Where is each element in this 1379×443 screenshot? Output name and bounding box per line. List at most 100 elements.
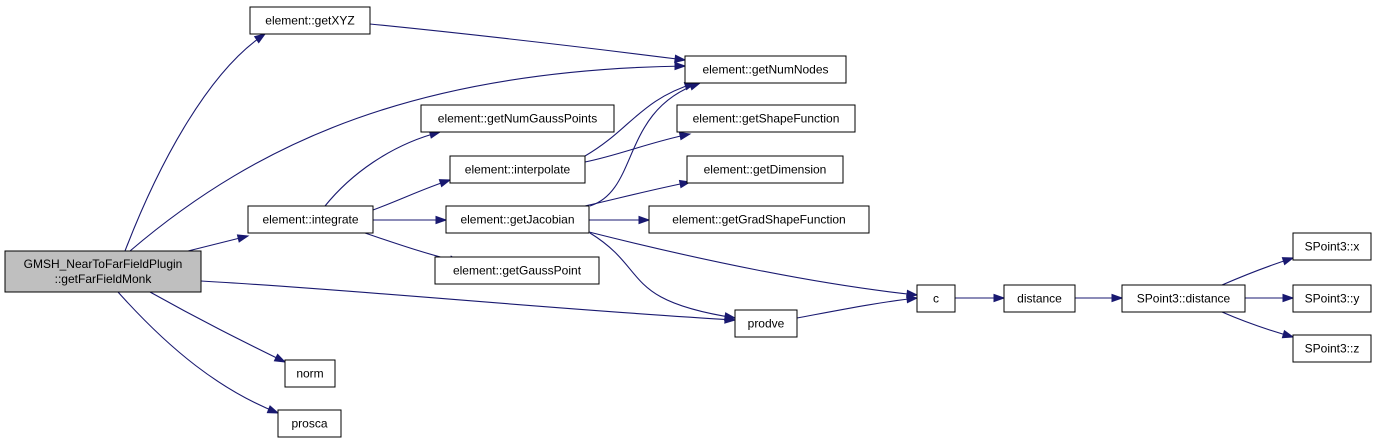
edge-integrate-getNumGaussPoints bbox=[324, 130, 442, 207]
arrowhead-icon bbox=[1282, 293, 1295, 303]
node-label: ::getFarFieldMonk bbox=[55, 272, 153, 286]
node-prodve[interactable]: prodve bbox=[734, 309, 798, 338]
node-spoint3-z[interactable]: SPoint3::z bbox=[1292, 334, 1372, 363]
node-box bbox=[434, 256, 600, 285]
node-box bbox=[445, 205, 590, 234]
node-c[interactable]: c bbox=[916, 284, 956, 313]
node-box bbox=[686, 155, 844, 184]
arrowhead-icon bbox=[435, 215, 448, 225]
node-label: SPoint3::y bbox=[1305, 292, 1360, 306]
edge-root-getNumNodes bbox=[129, 61, 687, 252]
edge-spDistance-spX bbox=[1221, 257, 1295, 286]
node-box bbox=[449, 155, 586, 184]
arrowhead-icon bbox=[1281, 257, 1295, 266]
arrowhead-icon bbox=[723, 312, 737, 321]
edge-getJacobian-getNumNodes bbox=[589, 82, 702, 207]
edge-getJacobian-prodve bbox=[589, 232, 737, 321]
node-box bbox=[648, 205, 870, 234]
node-element-get-num-nodes[interactable]: element::getNumNodes bbox=[684, 55, 847, 84]
node-element-get-num-gauss-points[interactable]: element::getNumGaussPoints bbox=[420, 104, 615, 133]
node-prosca[interactable]: prosca bbox=[277, 409, 342, 438]
edge-root-integrate bbox=[187, 234, 250, 252]
node-label: SPoint3::z bbox=[1305, 342, 1360, 356]
node-element-get-dimension[interactable]: element::getDimension bbox=[686, 155, 844, 184]
edge-c-distance bbox=[955, 293, 1006, 303]
node-box bbox=[249, 6, 371, 35]
node-box bbox=[420, 104, 615, 133]
edge-getJacobian-getDimension bbox=[584, 179, 692, 207]
edge-getJacobian-getGradShapeFunction bbox=[589, 215, 651, 225]
edge-integrate-interpolate bbox=[372, 179, 452, 211]
node-box bbox=[284, 359, 336, 388]
edge-root-prosca bbox=[117, 291, 280, 414]
node-box bbox=[1121, 284, 1246, 313]
call-edges bbox=[117, 23, 1295, 414]
edge-prodve-c bbox=[796, 294, 919, 319]
node-label: SPoint3::x bbox=[1305, 240, 1360, 254]
node-element-interpolate[interactable]: element::interpolate bbox=[449, 155, 586, 184]
arrowhead-icon bbox=[688, 82, 702, 91]
node-box bbox=[916, 284, 956, 313]
edge-distance-spDistance bbox=[1075, 293, 1124, 303]
node-label: element::integrate bbox=[262, 213, 358, 227]
call-nodes: GMSH_NearToFarFieldPlugin::getFarFieldMo… bbox=[4, 6, 1372, 438]
arrowhead-icon bbox=[266, 405, 280, 414]
edge-integrate-getJacobian bbox=[373, 215, 448, 225]
edge-spDistance-spY bbox=[1245, 293, 1295, 303]
node-box bbox=[4, 250, 202, 293]
node-element-get-shape-function[interactable]: element::getShapeFunction bbox=[676, 104, 856, 133]
node-box bbox=[1292, 334, 1372, 363]
node-label: element::getShapeFunction bbox=[693, 112, 840, 126]
node-label: prodve bbox=[748, 317, 785, 331]
node-spoint3-x[interactable]: SPoint3::x bbox=[1292, 232, 1372, 261]
node-label: element::getNumGaussPoints bbox=[438, 112, 597, 126]
node-label: norm bbox=[296, 367, 323, 381]
arrowhead-icon bbox=[1111, 293, 1124, 303]
arrowhead-icon bbox=[906, 294, 919, 304]
node-element-get-xyz[interactable]: element::getXYZ bbox=[249, 6, 371, 35]
node-spoint3-y[interactable]: SPoint3::y bbox=[1292, 284, 1372, 313]
edge-getXYZ-getNumNodes bbox=[369, 23, 687, 64]
node-element-get-grad-shape-function[interactable]: element::getGradShapeFunction bbox=[648, 205, 870, 234]
arrowhead-icon bbox=[438, 179, 452, 188]
node-label: SPoint3::distance bbox=[1137, 292, 1231, 306]
node-label: element::interpolate bbox=[465, 163, 571, 177]
node-box bbox=[734, 309, 798, 338]
arrowhead-icon bbox=[273, 353, 287, 363]
node-label: element::getGradShapeFunction bbox=[672, 213, 845, 227]
node-element-get-jacobian[interactable]: element::getJacobian bbox=[445, 205, 590, 234]
arrowhead-icon bbox=[1281, 329, 1295, 339]
node-label: element::getXYZ bbox=[265, 14, 354, 28]
edge-getJacobian-c bbox=[588, 231, 919, 299]
node-label: prosca bbox=[291, 417, 327, 431]
arrowhead-icon bbox=[638, 215, 651, 225]
arrowhead-icon bbox=[993, 293, 1006, 303]
node-box bbox=[1292, 284, 1372, 313]
arrowhead-icon bbox=[253, 33, 267, 44]
node-distance[interactable]: distance bbox=[1003, 284, 1076, 313]
node-element-integrate[interactable]: element::integrate bbox=[247, 205, 374, 234]
arrowhead-icon bbox=[678, 131, 692, 141]
node-box bbox=[1292, 232, 1372, 261]
node-label: c bbox=[933, 292, 939, 306]
arrowhead-icon bbox=[674, 61, 687, 71]
node-box bbox=[277, 409, 342, 438]
arrowhead-icon bbox=[236, 234, 250, 243]
node-box bbox=[684, 55, 847, 84]
node-label: element::getNumNodes bbox=[702, 63, 828, 77]
node-norm[interactable]: norm bbox=[284, 359, 336, 388]
node-spoint3-distance[interactable]: SPoint3::distance bbox=[1121, 284, 1246, 313]
node-get-far-field-monk[interactable]: GMSH_NearToFarFieldPlugin::getFarFieldMo… bbox=[4, 250, 202, 293]
node-box bbox=[676, 104, 856, 133]
node-label: element::getDimension bbox=[704, 163, 827, 177]
edge-root-prodve bbox=[200, 280, 737, 324]
node-label: element::getGaussPoint bbox=[453, 264, 582, 278]
node-box bbox=[1003, 284, 1076, 313]
node-label: GMSH_NearToFarFieldPlugin bbox=[24, 257, 183, 271]
edge-root-getXYZ bbox=[124, 33, 267, 252]
arrowhead-icon bbox=[674, 54, 687, 64]
node-element-get-gauss-point[interactable]: element::getGaussPoint bbox=[434, 256, 600, 285]
node-label: distance bbox=[1017, 292, 1062, 306]
edge-spDistance-spZ bbox=[1221, 311, 1295, 339]
